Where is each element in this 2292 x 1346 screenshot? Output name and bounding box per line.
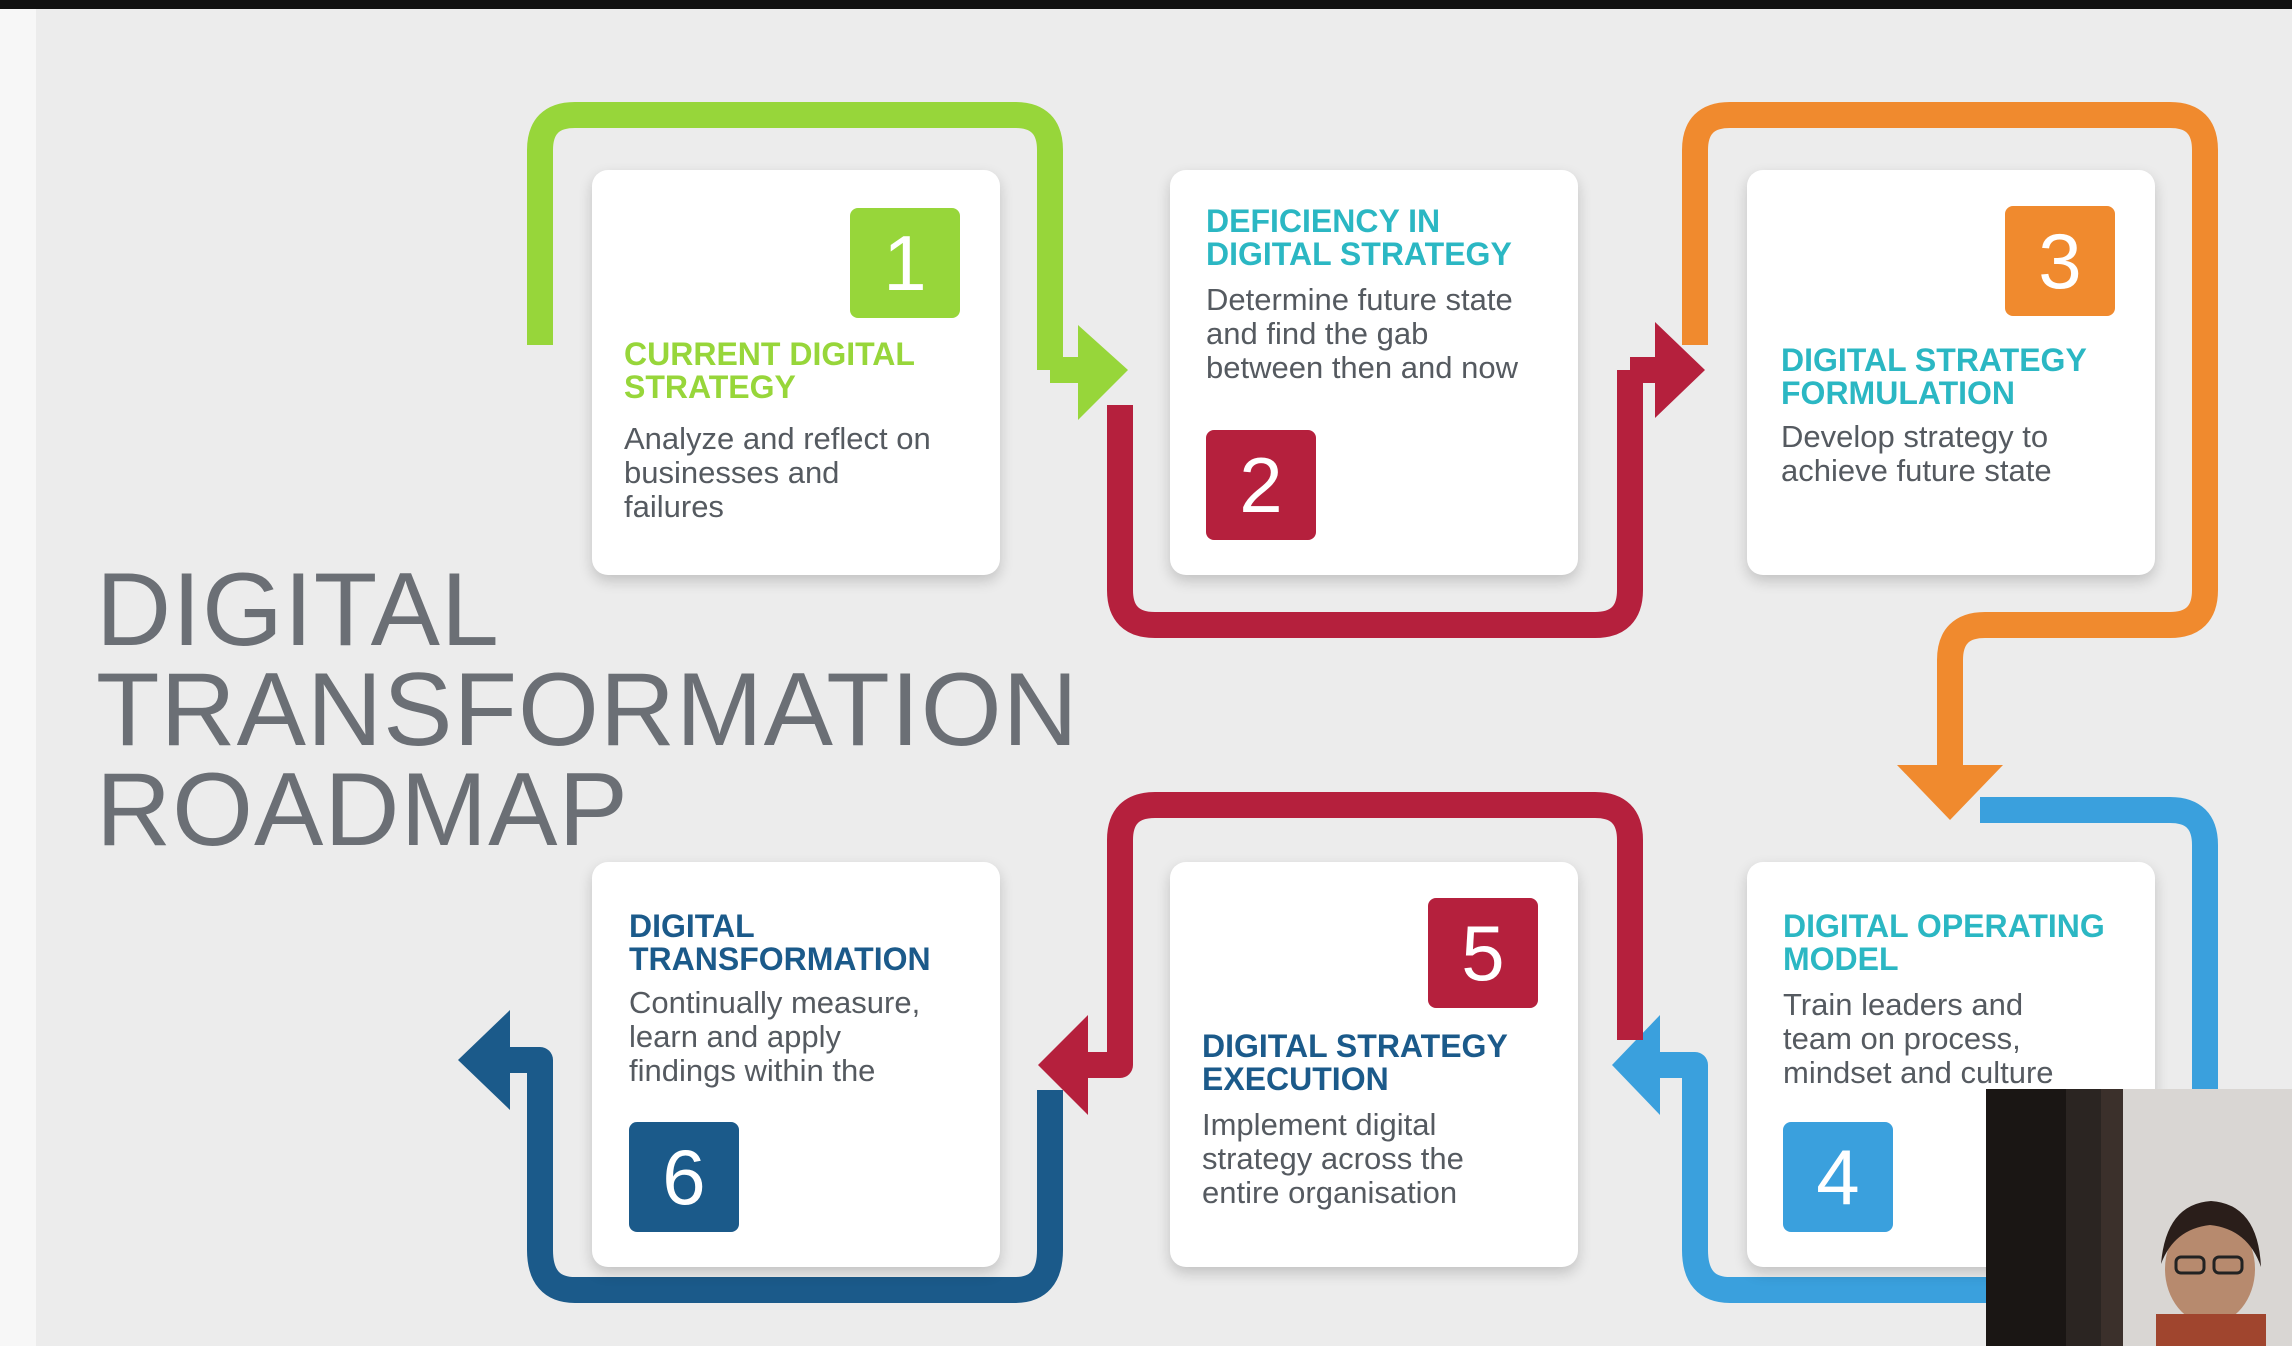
webcam-video-overlay[interactable] bbox=[1986, 1089, 2292, 1346]
window-top-bar bbox=[0, 0, 2292, 9]
darkblue-arrow-head bbox=[458, 1010, 510, 1110]
blue-arrow-head bbox=[1612, 1015, 1660, 1115]
step-title: CURRENT DIGITAL STRATEGY bbox=[624, 336, 915, 405]
orange-connector bbox=[1682, 102, 2218, 770]
step-number-badge: 4 bbox=[1783, 1122, 1893, 1232]
title-line-1: DIGITAL bbox=[96, 552, 500, 668]
step-card-3: 3 DIGITAL STRATEGY FORMULATION Develop s… bbox=[1747, 170, 2155, 575]
step-title: DEFICIENCY IN DIGITAL STRATEGY bbox=[1206, 203, 1512, 272]
step-number-badge: 6 bbox=[629, 1122, 739, 1232]
step-title: DIGITAL OPERATING MODEL bbox=[1783, 908, 2105, 977]
red-arrow-head-bottom bbox=[1038, 1015, 1088, 1115]
orange-arrow-head bbox=[1897, 765, 2003, 820]
step-number-badge: 1 bbox=[850, 208, 960, 318]
green-connector bbox=[527, 102, 1063, 370]
green-arrow-head bbox=[1078, 325, 1128, 420]
red-connector-top bbox=[1107, 370, 1643, 638]
step-card-6: DIGITAL TRANSFORMATION Continually measu… bbox=[592, 862, 1000, 1267]
step-number-badge: 5 bbox=[1428, 898, 1538, 1008]
step-description: Implement digital strategy across the en… bbox=[1202, 1107, 1464, 1210]
red-arrow-head-top bbox=[1655, 322, 1705, 418]
red-connector-bottom bbox=[1085, 792, 1643, 1078]
step-number-badge: 2 bbox=[1206, 430, 1316, 540]
title-line-2: TRANSFORMATION bbox=[96, 652, 1079, 768]
webcam-feed-image bbox=[1986, 1089, 2292, 1346]
title-line-3: ROADMAP bbox=[96, 752, 629, 868]
step-description: Train leaders and team on process, minds… bbox=[1783, 987, 2054, 1090]
step-description: Continually measure, learn and apply fin… bbox=[629, 985, 921, 1088]
step-card-1: 1 CURRENT DIGITAL STRATEGY Analyze and r… bbox=[592, 170, 1000, 575]
step-description: Analyze and reflect on businesses and fa… bbox=[624, 421, 931, 524]
step-title: DIGITAL STRATEGY EXECUTION bbox=[1202, 1028, 1508, 1097]
darkblue-connector bbox=[505, 1047, 1063, 1303]
left-margin bbox=[0, 9, 36, 1346]
step-description: Develop strategy to achieve future state bbox=[1781, 419, 2052, 488]
step-card-2: DEFICIENCY IN DIGITAL STRATEGY Determine… bbox=[1170, 170, 1578, 575]
roadmap-title: DIGITAL TRANSFORMATION ROADMAP bbox=[96, 552, 1079, 868]
step-title: DIGITAL TRANSFORMATION bbox=[629, 908, 931, 977]
step-title: DIGITAL STRATEGY FORMULATION bbox=[1781, 342, 2087, 411]
step-number-badge: 3 bbox=[2005, 206, 2115, 316]
step-description: Determine future state and find the gab … bbox=[1206, 282, 1518, 385]
step-card-5: 5 DIGITAL STRATEGY EXECUTION Implement d… bbox=[1170, 862, 1578, 1267]
